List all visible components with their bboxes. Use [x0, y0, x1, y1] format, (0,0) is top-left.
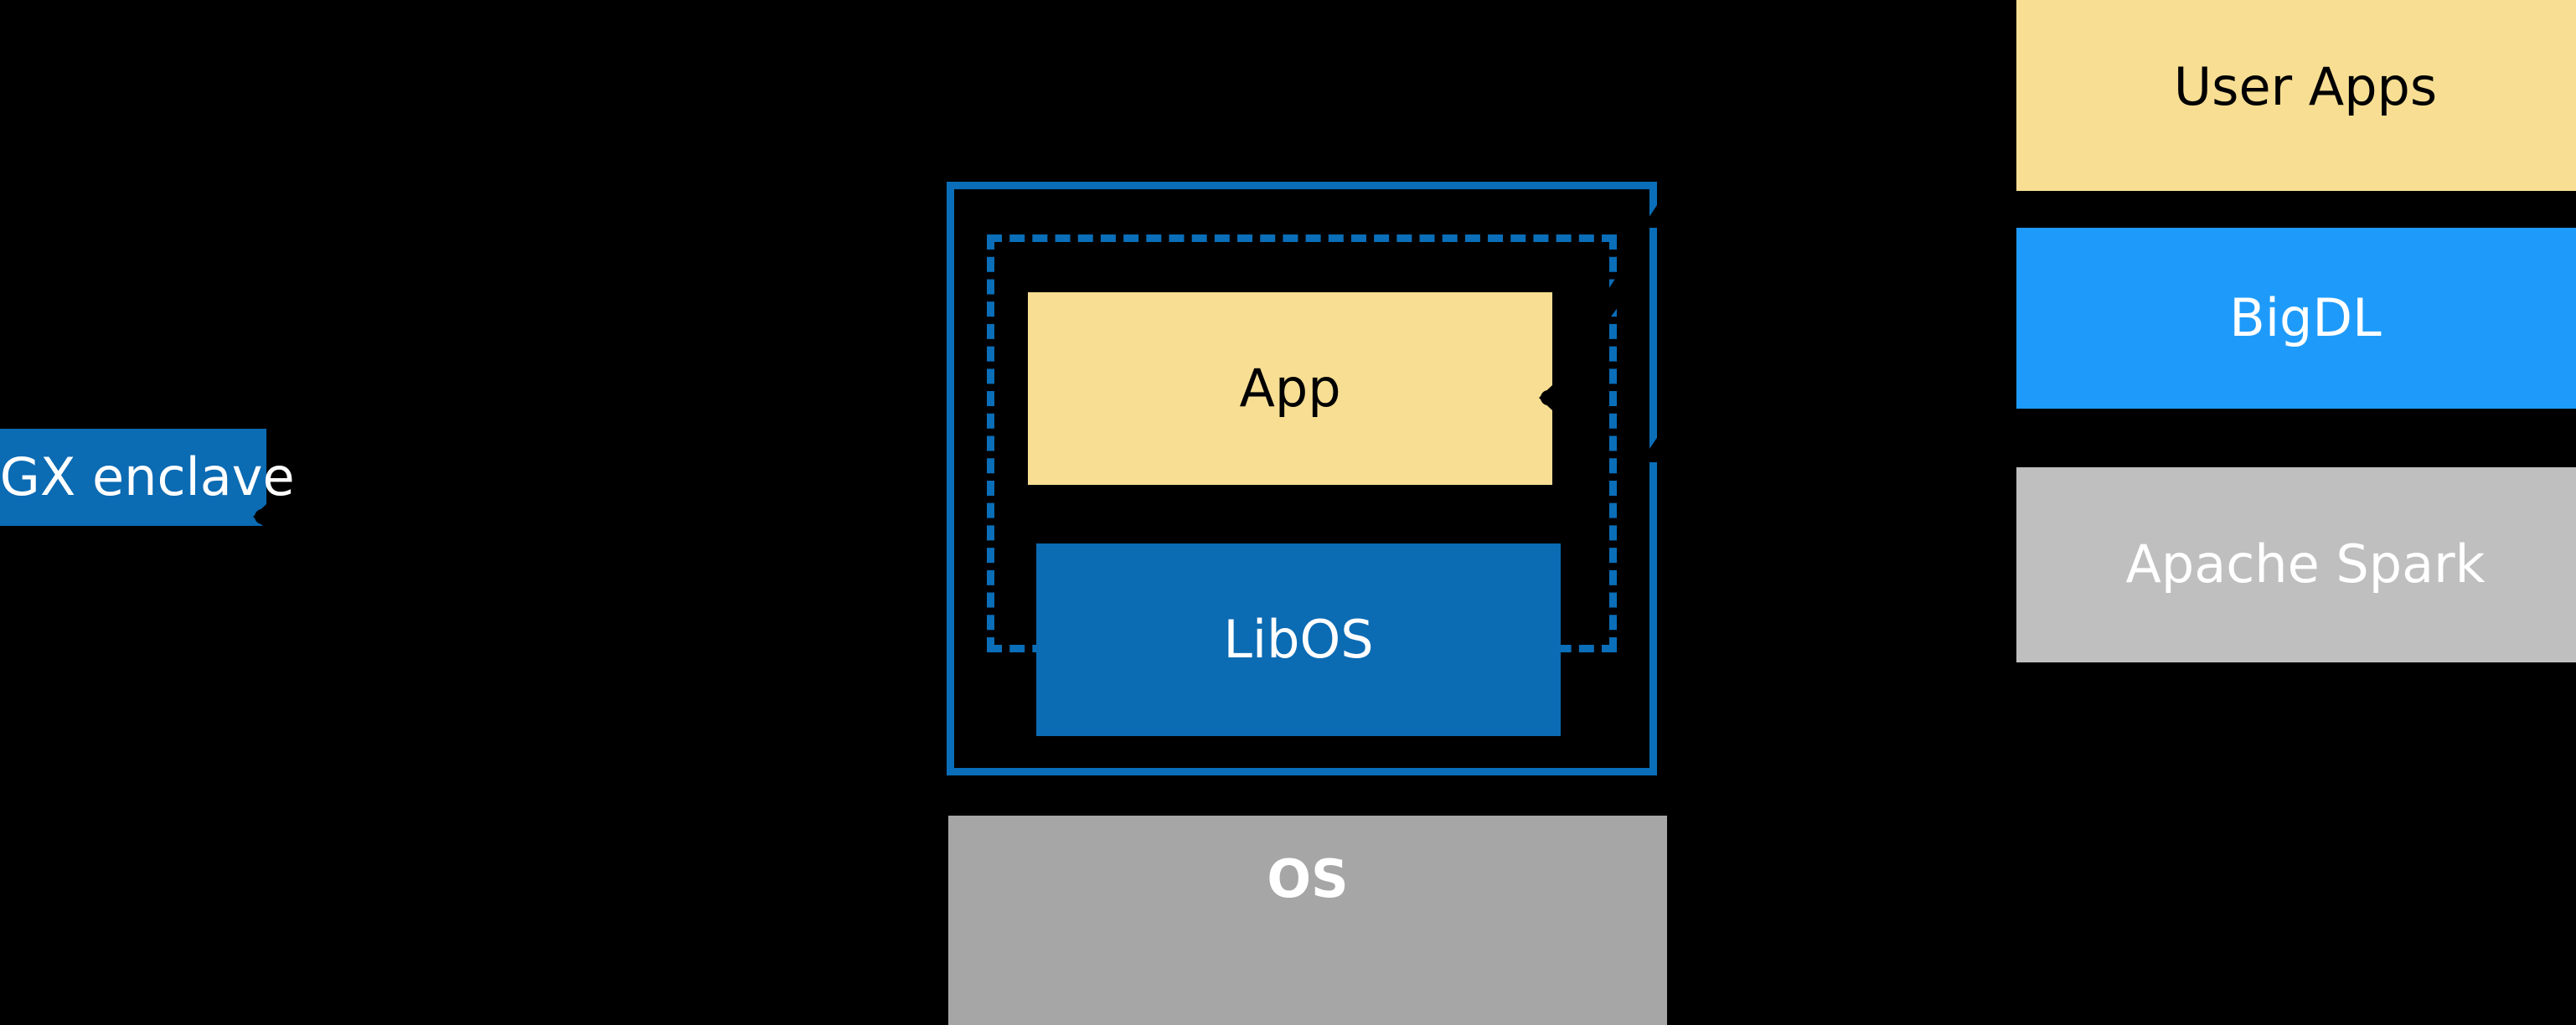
os-box: OS [948, 816, 1667, 1025]
apache-spark-label: Apache Spark [2125, 533, 2486, 595]
app-label: App [1239, 357, 1341, 419]
bigdl-box: BigDL [2016, 228, 2576, 409]
user-apps-box: User Apps [2016, 0, 2576, 191]
bigdl-label: BigDL [2229, 286, 2382, 348]
os-label: OS [1267, 848, 1349, 909]
sgx-enclave-label: SGX enclave [0, 446, 295, 507]
sgx-enclave-box: SGX enclave [0, 429, 295, 526]
libos-label: LibOS [1223, 608, 1374, 670]
libos-box: LibOS [1036, 543, 1561, 736]
app-box: App [1028, 292, 1552, 485]
enclave-outer-frame [947, 182, 1657, 775]
user-apps-label: User Apps [2173, 55, 2438, 117]
apache-spark-box: Apache Spark [2016, 467, 2576, 662]
